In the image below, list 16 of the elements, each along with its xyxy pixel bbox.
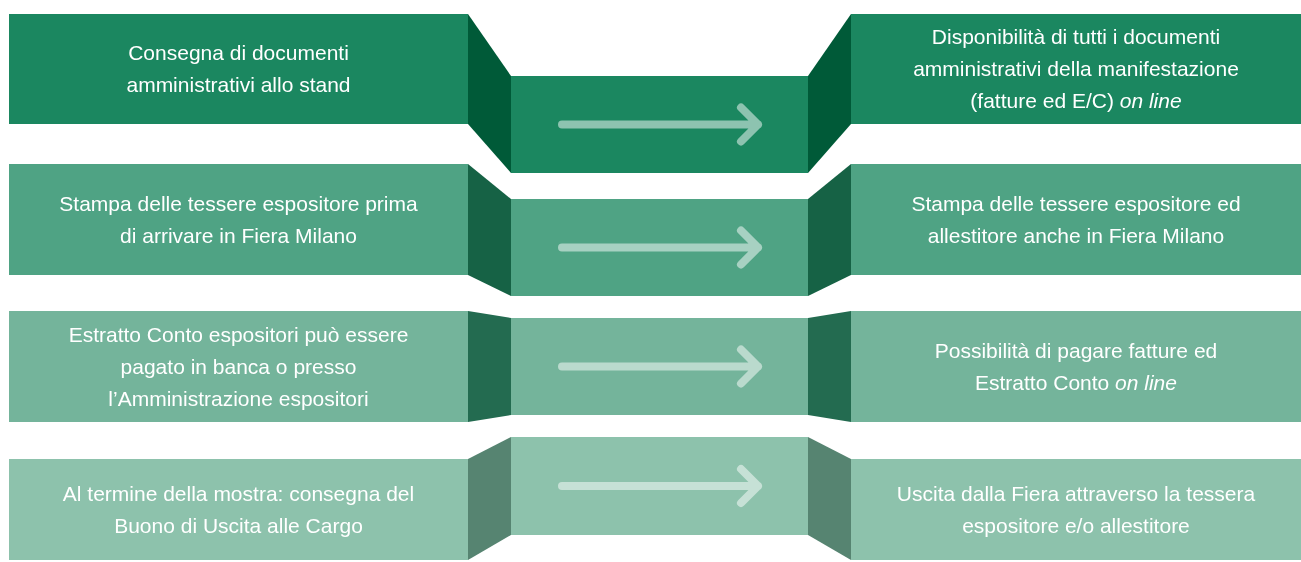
text-panel [851, 459, 1301, 560]
panel-text: Consegna di documenti amministrativi allo stand [125, 40, 352, 98]
panel-text: Possibilità di pagare fatture ed Estratto Conto on line [933, 337, 1219, 396]
panel-text: Uscita dalla Fiera attraverso la tessera espositore e/o allestitore [895, 480, 1257, 539]
panel-text: Stampa delle tessere espositore prima di arrivare in Fiera Milano [58, 190, 419, 249]
panel-text: Estratto Conto espositori può essere pagato in banca o presso l’Amministrazione espositori [67, 321, 410, 412]
panel-text: Stampa delle tessere espositore ed allestitore anche in Fiera Milano [910, 190, 1242, 249]
text-panel [9, 311, 468, 422]
text-panel [851, 14, 1301, 124]
panel-text: Al termine della mostra: consegna del Buono di Uscita alle Cargo [61, 480, 416, 539]
text-panel [9, 164, 468, 275]
text-panel [9, 14, 468, 124]
text-panel [9, 459, 468, 560]
panel-text: Disponibilità di tutti i documenti amministrativi della manifestazione (fatture ed E/C) on line [912, 24, 1240, 114]
text-panel [851, 164, 1301, 275]
text-panel [851, 311, 1301, 422]
